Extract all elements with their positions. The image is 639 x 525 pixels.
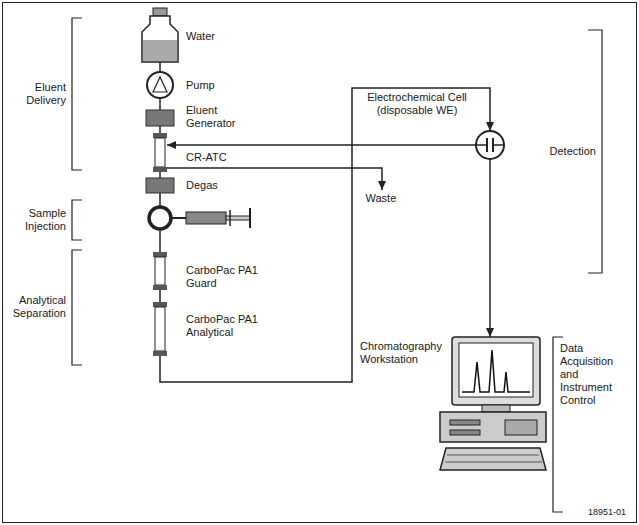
node-label: CarboPac PA1 Guard (186, 264, 262, 290)
guard-column (155, 257, 165, 285)
computer-illustration (450, 420, 480, 425)
degas-box (146, 178, 174, 193)
group-label: Eluent Delivery (6, 81, 66, 107)
electrochemical-cell-symbol (486, 138, 488, 152)
flow-connector (159, 126, 161, 133)
electrochemical-cell-symbol (477, 144, 487, 146)
component-node: Degas (146, 178, 174, 193)
pump-symbol (147, 72, 173, 98)
eluent-generator-box (146, 110, 174, 126)
node-label: Water (186, 30, 246, 43)
computer-illustration (452, 337, 540, 405)
component-node: Electrochemical Cell (disposable WE) (476, 131, 504, 159)
flow-line (159, 193, 161, 207)
electrochemical-cell-symbol (476, 131, 504, 159)
node-label: Eluent Generator (186, 104, 242, 130)
figure-frame (3, 3, 637, 523)
syringe (229, 210, 231, 226)
computer-illustration (445, 462, 542, 463)
computer-illustration (447, 455, 539, 456)
electrochemical-cell-symbol (476, 131, 504, 159)
flow-connector (159, 62, 161, 72)
electrochemical-cell-symbol (493, 144, 503, 146)
group-label: Detection (536, 145, 596, 158)
component-node: CarboPac PA1 Analytical (153, 302, 167, 356)
pump-symbol (147, 72, 173, 98)
guard-column (153, 252, 167, 290)
group-bracket (72, 18, 82, 170)
computer-illustration (482, 405, 510, 412)
computer-illustration (440, 448, 546, 470)
node-label: Pump (186, 79, 246, 92)
group-label: Data Acquisition and Instrument Control (560, 342, 624, 407)
injection-valve (149, 207, 171, 229)
computer-illustration (459, 343, 533, 397)
analytical-column (153, 351, 167, 356)
computer-illustration (450, 430, 480, 435)
cr-atc-column (153, 133, 167, 138)
cr-atc-column (153, 167, 167, 172)
figure-number: 18951-01 (588, 506, 634, 519)
component-node: Pump (147, 72, 173, 98)
flow-line (159, 229, 161, 252)
node-label: Electrochemical Cell (disposable WE) (356, 91, 478, 117)
pump-symbol (153, 77, 167, 92)
node-label: CR-ATC (186, 151, 256, 164)
computer-illustration (440, 337, 546, 470)
analytical-column (153, 302, 167, 307)
computer-illustration (440, 412, 546, 442)
group-label: Analytical Separation (6, 294, 66, 320)
component-node: Eluent Generator (146, 110, 174, 126)
water-bottle (142, 16, 178, 62)
component-node: Chromatography Workstation (438, 337, 548, 472)
flow-connector (160, 88, 490, 382)
water-bottle (153, 8, 167, 16)
guard-column (153, 252, 167, 257)
flow-connector (489, 159, 491, 337)
node-label: Chromatography Workstation (360, 340, 448, 366)
component-node: CarboPac PA1 Guard (153, 252, 167, 290)
computer-illustration (505, 420, 537, 435)
node-label: CarboPac PA1 Analytical (186, 313, 262, 339)
component-node: Water (142, 8, 178, 62)
figure-frame (3, 3, 637, 523)
syringe (186, 212, 226, 224)
node-label: Waste (366, 192, 399, 205)
computer-illustration (462, 350, 530, 392)
cr-atc-column (155, 138, 165, 167)
water-bottle (143, 40, 177, 61)
degas-box (146, 178, 174, 193)
flow-connector (159, 98, 161, 110)
analytical-column (155, 307, 165, 351)
electrochemical-cell-symbol (492, 138, 494, 152)
group-bracket (72, 200, 82, 240)
injection-valve (149, 207, 171, 229)
eluent-generator-box (146, 110, 174, 126)
component-node: Waste (364, 191, 401, 206)
syringe (172, 208, 250, 228)
cr-atc-column (153, 133, 167, 172)
guard-column (153, 285, 167, 290)
syringe (172, 217, 186, 219)
node-label: Degas (186, 179, 246, 192)
flow-connector (167, 144, 476, 146)
flow-connector (159, 172, 161, 178)
group-bracket (72, 18, 602, 512)
group-label: Sample Injection (6, 207, 66, 233)
water-bottle (142, 8, 178, 62)
component-node: CR-ATC (153, 133, 167, 172)
syringe (249, 208, 251, 228)
analytical-column (153, 302, 167, 356)
group-bracket (72, 250, 82, 365)
flow-connector (159, 290, 161, 302)
